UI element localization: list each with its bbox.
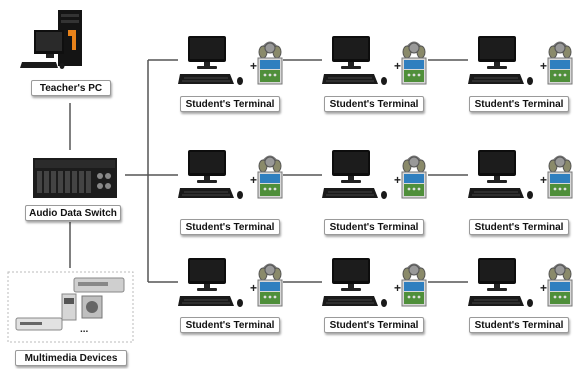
terminal-label-r1-c1: Student's Terminal bbox=[180, 96, 280, 112]
workstation-r1-c3 bbox=[466, 34, 573, 87]
terminal-label-r2-c2: Student's Terminal bbox=[324, 219, 424, 235]
workstation-r2-c1 bbox=[176, 148, 284, 201]
workstation-r3-c2 bbox=[320, 256, 428, 309]
terminal-label-r3-c1: Student's Terminal bbox=[180, 317, 280, 333]
terminal-label-r2-c1: Student's Terminal bbox=[180, 219, 280, 235]
multimedia-devices-label: Multimedia Devices bbox=[15, 350, 127, 366]
connection-lines bbox=[69, 59, 468, 283]
teacher-pc-label: Teacher's PC bbox=[31, 80, 111, 96]
terminal-label-r1-c3: Student's Terminal bbox=[469, 96, 569, 112]
terminal-label-r2-c3: Student's Terminal bbox=[469, 219, 569, 235]
workstation-r2-c2 bbox=[320, 148, 428, 201]
svg-text:...: ... bbox=[80, 324, 89, 335]
workstation-r2-c3 bbox=[466, 148, 573, 201]
terminal-label-r3-c3: Student's Terminal bbox=[469, 317, 569, 333]
terminal-label-r1-c2: Student's Terminal bbox=[324, 96, 424, 112]
terminal-label-r3-c2: Student's Terminal bbox=[324, 317, 424, 333]
audio-switch-rack-icon bbox=[33, 158, 117, 198]
workstation-r3-c3 bbox=[466, 256, 573, 309]
desktop-computer-icon bbox=[20, 10, 82, 69]
audio-switch-label: Audio Data Switch bbox=[25, 205, 121, 221]
workstation-r3-c1 bbox=[176, 256, 284, 309]
workstation-r1-c1 bbox=[176, 34, 284, 87]
multimedia-devices-icon: ... bbox=[15, 277, 125, 335]
workstation-r1-c2 bbox=[320, 34, 428, 87]
